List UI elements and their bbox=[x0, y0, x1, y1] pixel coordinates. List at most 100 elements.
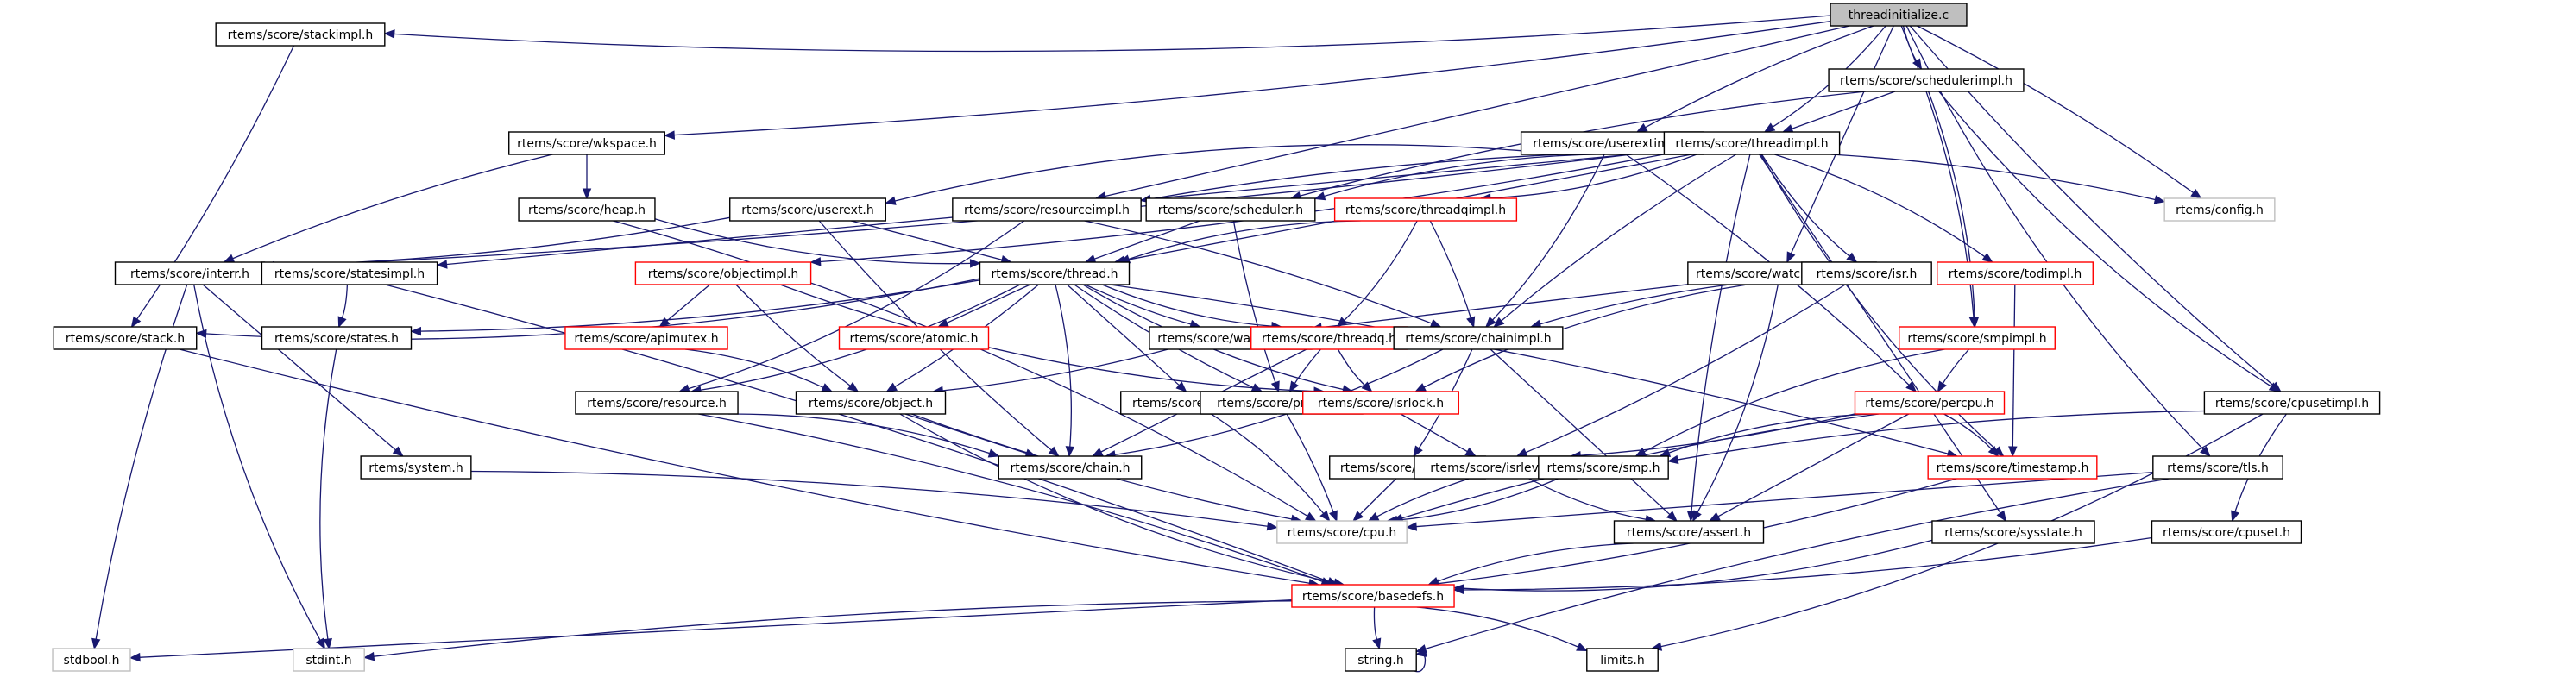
edge-isr-to-isrlevel bbox=[1515, 284, 1846, 457]
node-string[interactable]: string.h bbox=[1345, 648, 1417, 672]
edge-arrowhead bbox=[1987, 446, 2000, 457]
node-heap[interactable]: rtems/score/heap.h bbox=[518, 197, 656, 222]
node-label: rtems/score/apimutex.h bbox=[574, 332, 718, 346]
node-root[interactable]: threadinitialize.c bbox=[1830, 3, 1968, 27]
node-wkspace[interactable]: rtems/score/wkspace.h bbox=[508, 131, 665, 155]
edge-line bbox=[1760, 154, 1851, 258]
node-states[interactable]: rtems/score/states.h bbox=[261, 326, 413, 350]
edge-userext-to-thread bbox=[851, 220, 1013, 265]
node-thread[interactable]: rtems/score/thread.h bbox=[979, 261, 1131, 285]
node-todimpl[interactable]: rtems/score/todimpl.h bbox=[1937, 261, 2094, 285]
node-sysstate[interactable]: rtems/score/sysstate.h bbox=[1931, 520, 2095, 544]
edge-arrowhead bbox=[195, 329, 207, 339]
edge-percpu-to-timestamp bbox=[1943, 413, 2000, 457]
node-statesimpl[interactable]: rtems/score/statesimpl.h bbox=[261, 261, 438, 285]
node-resourceimpl[interactable]: rtems/score/resourceimpl.h bbox=[952, 197, 1142, 222]
node-label: stdint.h bbox=[305, 654, 351, 668]
edge-line bbox=[673, 21, 1831, 136]
node-cpusetimpl[interactable]: rtems/score/cpusetimpl.h bbox=[2203, 391, 2381, 415]
edge-line bbox=[1294, 348, 1321, 385]
edge-line bbox=[1395, 478, 1559, 521]
edge-line bbox=[1644, 25, 1874, 129]
edge-arrowhead bbox=[2200, 446, 2211, 457]
node-assert[interactable]: rtems/score/assert.h bbox=[1613, 520, 1765, 544]
node-box bbox=[1931, 520, 2095, 544]
node-cpuset[interactable]: rtems/score/cpuset.h bbox=[2151, 520, 2302, 544]
node-objectimpl[interactable]: rtems/score/objectimpl.h bbox=[634, 261, 812, 285]
node-box bbox=[1333, 197, 1518, 222]
edge-line bbox=[699, 284, 1021, 392]
edge-system-to-cpu bbox=[470, 470, 1279, 531]
edge-basedefs-to-string bbox=[1372, 606, 1382, 650]
node-threadq[interactable]: rtems/score/threadq.h bbox=[1250, 326, 1408, 350]
edge-root-to-resourceimpl bbox=[1094, 25, 1850, 201]
edge-arrowhead bbox=[1981, 253, 1993, 263]
node-label: rtems/score/chain.h bbox=[1010, 461, 1130, 475]
node-stackimpl[interactable]: rtems/score/stackimpl.h bbox=[215, 22, 386, 47]
node-system[interactable]: rtems/system.h bbox=[360, 455, 472, 480]
node-box bbox=[518, 197, 656, 222]
edge-arrowhead bbox=[1905, 381, 1918, 392]
edge-line bbox=[851, 220, 1004, 261]
edge-arrowhead bbox=[2153, 195, 2166, 204]
edge-arrowhead bbox=[1313, 191, 1326, 201]
edge-line bbox=[1943, 413, 1993, 451]
edge-chainimpl-to-assert bbox=[1490, 348, 1678, 522]
edge-line bbox=[665, 284, 711, 323]
edge-line bbox=[1424, 478, 2170, 650]
edge-arrowhead bbox=[1352, 511, 1364, 522]
node-isr[interactable]: rtems/score/isr.h bbox=[1801, 261, 1932, 285]
node-smp[interactable]: rtems/score/smp.h bbox=[1538, 455, 1669, 480]
node-stdbool[interactable]: stdbool.h bbox=[52, 648, 131, 672]
node-limits[interactable]: limits.h bbox=[1586, 648, 1659, 672]
edge-line bbox=[685, 348, 825, 389]
edge-objectimpl-to-object bbox=[735, 284, 860, 392]
edge-line bbox=[202, 284, 397, 451]
node-scheduler[interactable]: rtems/score/scheduler.h bbox=[1145, 197, 1316, 222]
edge-arrowhead bbox=[2008, 446, 2018, 458]
edge-line bbox=[419, 279, 980, 332]
node-resource[interactable]: rtems/score/resource.h bbox=[575, 391, 739, 415]
node-cpu[interactable]: rtems/score/cpu.h bbox=[1276, 520, 1408, 544]
edge-line bbox=[1716, 413, 1910, 517]
node-threadqimpl[interactable]: rtems/score/threadqimpl.h bbox=[1333, 197, 1518, 222]
edge-thread-to-chain bbox=[1055, 284, 1075, 458]
edge-line bbox=[1774, 154, 1986, 258]
edge-arrowhead bbox=[1635, 122, 1648, 133]
edge-line bbox=[1429, 220, 1472, 319]
edge-basedefs-to-limits bbox=[1416, 606, 1589, 652]
edge-line bbox=[1110, 284, 1949, 455]
node-atomic[interactable]: rtems/score/atomic.h bbox=[838, 326, 990, 350]
node-tls[interactable]: rtems/score/tls.h bbox=[2152, 455, 2283, 480]
node-interr[interactable]: rtems/score/interr.h bbox=[114, 261, 266, 285]
node-chainimpl[interactable]: rtems/score/chainimpl.h bbox=[1393, 326, 1564, 350]
node-label: rtems/score/interr.h bbox=[130, 267, 249, 281]
edge-stackimpl-to-stack bbox=[130, 45, 295, 329]
edge-arrowhead bbox=[2231, 510, 2240, 523]
edge-line bbox=[1085, 284, 1193, 325]
edge-line bbox=[1127, 220, 1361, 260]
node-stdint[interactable]: stdint.h bbox=[293, 648, 365, 672]
node-schedulerimpl[interactable]: rtems/score/schedulerimpl.h bbox=[1828, 68, 2025, 92]
node-threadimpl[interactable]: rtems/score/threadimpl.h bbox=[1663, 131, 1841, 155]
edge-arrowhead bbox=[1452, 585, 1464, 595]
edge-heap-to-thread bbox=[654, 218, 981, 268]
node-percpu[interactable]: rtems/score/percpu.h bbox=[1854, 391, 2006, 415]
edge-arrowhead bbox=[1781, 124, 1794, 134]
node-stack[interactable]: rtems/score/stack.h bbox=[53, 326, 198, 350]
edge-line bbox=[942, 348, 1168, 392]
node-isrlock[interactable]: rtems/score/isrlock.h bbox=[1302, 391, 1459, 415]
node-basedefs[interactable]: rtems/score/basedefs.h bbox=[1291, 584, 1455, 608]
edge-root-to-wkspace bbox=[663, 21, 1831, 140]
node-apimutex[interactable]: rtems/score/apimutex.h bbox=[564, 326, 728, 350]
node-smpimpl[interactable]: rtems/score/smpimpl.h bbox=[1899, 326, 2056, 350]
node-config[interactable]: rtems/config.h bbox=[2163, 197, 2276, 222]
node-chain[interactable]: rtems/score/chain.h bbox=[998, 455, 1143, 480]
node-userext[interactable]: rtems/score/userext.h bbox=[729, 197, 886, 222]
node-object[interactable]: rtems/score/object.h bbox=[795, 391, 947, 415]
edge-root-to-schedulerimpl bbox=[1902, 25, 1923, 71]
node-timestamp[interactable]: rtems/score/timestamp.h bbox=[1927, 455, 2098, 480]
edge-arrowhead bbox=[1969, 317, 1980, 329]
edge-line bbox=[1101, 284, 1273, 327]
